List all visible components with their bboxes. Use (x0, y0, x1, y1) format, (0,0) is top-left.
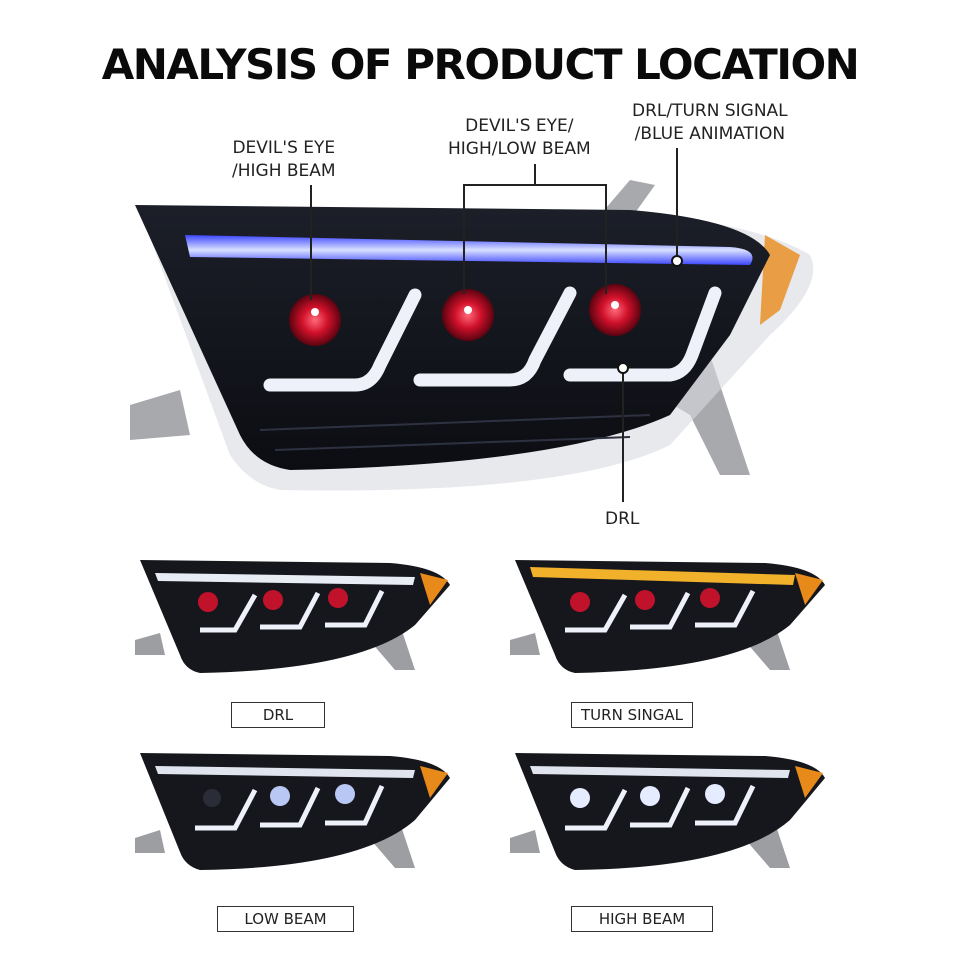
label-turn-signal: TURN SINGAL (571, 702, 693, 728)
label-high-beam: HIGH BEAM (571, 906, 713, 932)
label-low-beam: LOW BEAM (217, 906, 354, 932)
marker-drl-turn (671, 255, 683, 267)
callout-drl: DRL (605, 509, 640, 529)
leader-line-drl-turn (676, 148, 678, 256)
callout-drl-turn-signal: DRL/TURN SIGNAL /BLUE ANIMATION (632, 101, 788, 144)
leader-line-high-low-bar (463, 184, 607, 186)
label-drl: DRL (231, 702, 325, 728)
variant-lamp-high-beam (510, 753, 825, 870)
marker-drl (617, 362, 629, 374)
red-eye-left (289, 294, 341, 346)
red-eye-right (589, 284, 641, 336)
callout-devils-eye-high-beam: DEVIL'S EYE /HIGH BEAM (232, 138, 336, 181)
page-title: ANALYSIS OF PRODUCT LOCATION (101, 40, 860, 89)
variant-lamp-drl (135, 560, 450, 673)
main-headlamp-image (130, 180, 814, 491)
leader-line-high-low-left (463, 184, 465, 294)
leader-line-drl (622, 372, 624, 502)
variant-lamp-turn-signal (510, 560, 825, 673)
variant-lamp-low-beam (135, 753, 450, 870)
callout-devils-eye-high-low-beam: DEVIL'S EYE/ HIGH/LOW BEAM (448, 116, 591, 159)
leader-line-high-low-right (605, 184, 607, 294)
red-eye-center (442, 289, 494, 341)
leader-line-high-beam (310, 185, 312, 300)
leader-line-high-low-stem (534, 164, 536, 184)
